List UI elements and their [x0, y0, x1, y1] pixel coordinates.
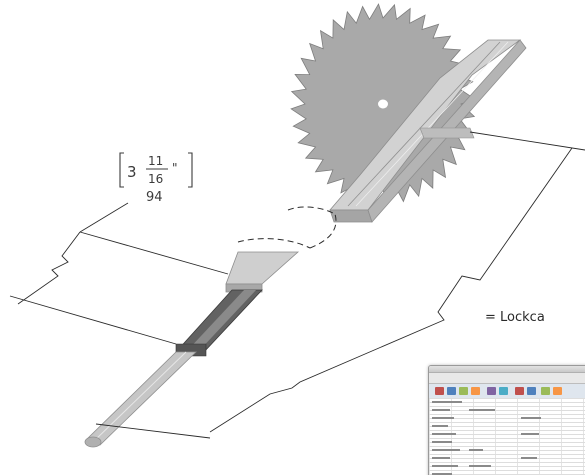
spreadsheet-grid	[429, 398, 585, 475]
spreadsheet-titlebar	[429, 366, 585, 373]
dim-extension-top	[79, 231, 229, 275]
label-bracket-right	[188, 152, 193, 188]
break-curve-upper	[287, 206, 336, 215]
upper-rail	[329, 39, 527, 223]
legend-text: = Lockca	[485, 310, 545, 325]
spreadsheet-thumbnail-icon	[428, 365, 585, 475]
upper-rail-end	[419, 127, 475, 139]
dim-numerator: 11	[148, 154, 163, 168]
dim-denominator: 16	[148, 172, 163, 186]
rod-end-cap	[84, 436, 102, 448]
dimension-label: 3 11 16 " 94	[119, 152, 193, 205]
break-curve-lower	[237, 238, 311, 249]
blade-arbor-hole	[378, 99, 388, 109]
dim-leader	[79, 202, 129, 233]
rod	[84, 351, 197, 448]
spreadsheet-ribbon	[429, 384, 585, 399]
spreadsheet-toolbar	[429, 373, 585, 384]
dim-metric-value: 94	[146, 190, 163, 205]
lower-rail-top-face	[225, 251, 300, 285]
upper-rail-groove	[347, 41, 501, 207]
break-line	[237, 206, 337, 249]
dim-extension-bottom	[9, 295, 177, 345]
connector-highlight	[186, 290, 256, 352]
right-extension-bottom	[95, 423, 211, 439]
rod-highlight	[92, 351, 187, 443]
dim-zigzag-line	[17, 231, 81, 305]
upper-rail-top-face	[329, 39, 522, 211]
rod-body	[85, 351, 197, 446]
right-extension-top	[469, 131, 585, 151]
dim-inch-mark: "	[172, 161, 178, 175]
label-bracket-left	[119, 152, 124, 188]
dim-whole: 3	[127, 163, 137, 181]
right-dimension-line	[209, 147, 573, 433]
break-curve-side	[309, 213, 337, 249]
lower-rail	[225, 251, 300, 293]
right-dimension	[95, 131, 585, 439]
upper-rail-groove-2	[355, 41, 509, 207]
connector-section	[175, 289, 263, 357]
left-dimension	[9, 202, 229, 345]
